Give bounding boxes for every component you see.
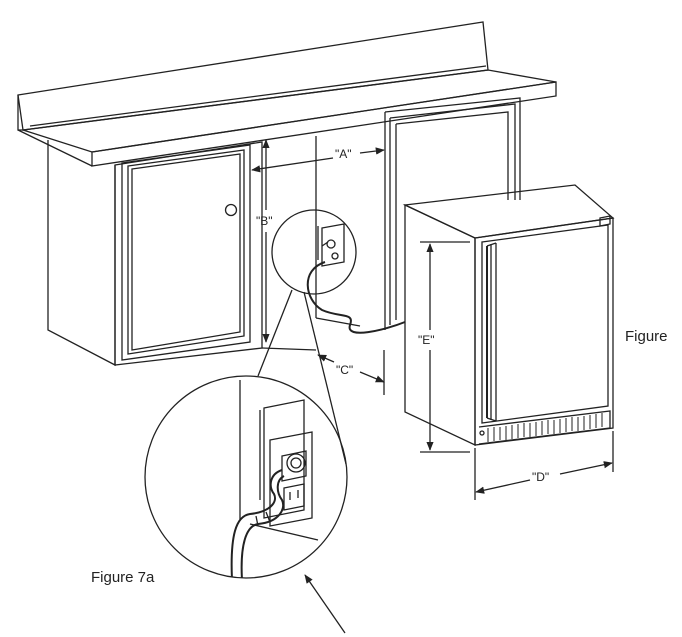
figure-side-caption: Figure (625, 328, 668, 345)
appliance-opening (261, 136, 361, 351)
door-knob (224, 203, 238, 217)
dimension-c: "C" (317, 350, 385, 395)
dimension-b: "B" (256, 139, 273, 343)
dimension-a-label: "A" (335, 147, 352, 161)
dimension-d-label: "D" (532, 470, 549, 484)
left-cabinet (47, 140, 263, 367)
outlet-detail-large (144, 375, 348, 579)
figure-7a-caption: Figure 7a (91, 569, 155, 586)
kickplate-grille (487, 413, 603, 442)
outlet-detail-small (271, 209, 357, 295)
dimension-e: "E" (418, 241, 470, 453)
power-cord (306, 261, 406, 334)
countertop (17, 21, 557, 167)
dimension-d: "D" (474, 431, 614, 500)
dimension-e-label: "E" (418, 333, 435, 347)
dimension-c-label: "C" (336, 363, 353, 377)
right-cabinet (384, 97, 521, 330)
dimension-b-label: "B" (256, 214, 273, 228)
refrigerator (402, 184, 615, 447)
dimension-a: "A" (251, 147, 385, 173)
